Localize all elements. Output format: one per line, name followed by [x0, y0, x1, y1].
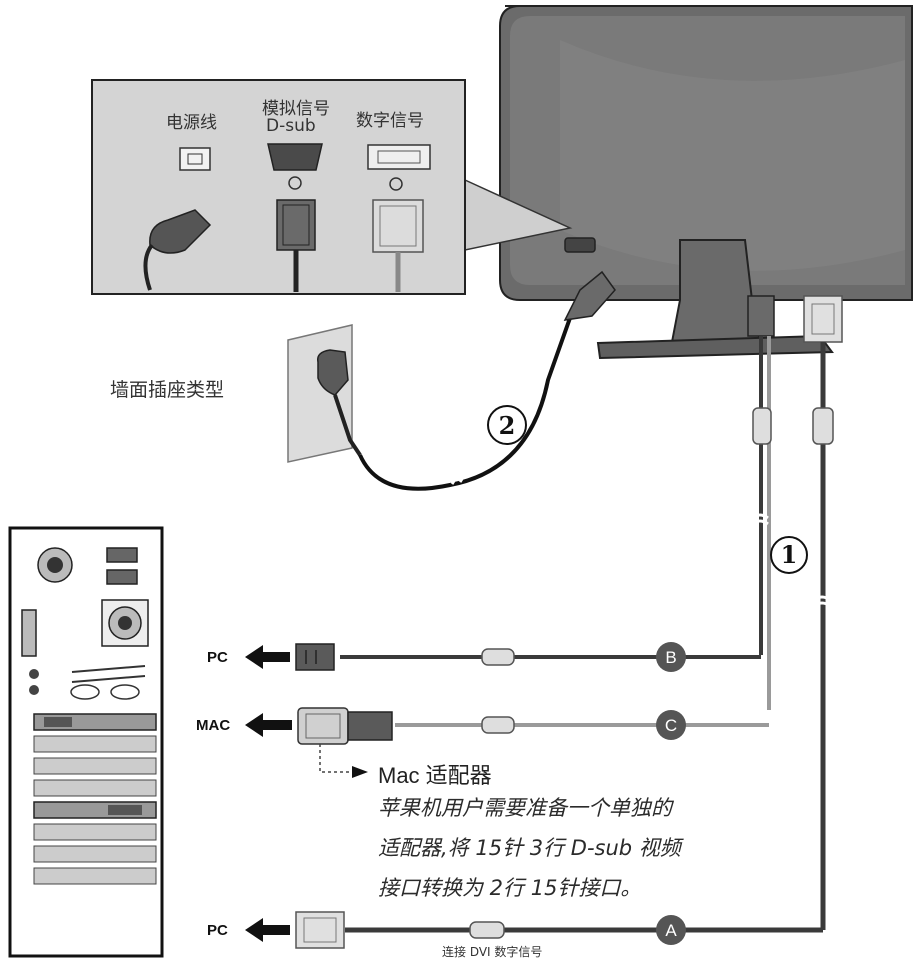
- mac-adapter-pointer: [319, 744, 352, 773]
- power-cable: [358, 270, 616, 491]
- badge-cable-a: A: [656, 915, 686, 945]
- mac-adapter-pointer-arrowhead: [352, 766, 368, 778]
- cable-a: [295, 911, 823, 949]
- destination-arrows: [245, 645, 292, 942]
- mac-note-line-1: 苹果机用户需要准备一个单独的: [378, 796, 672, 820]
- monitor-signal-cables: [747, 295, 843, 930]
- mac-adapter-title: Mac 适配器: [378, 763, 492, 788]
- destination-mac: MAC: [196, 717, 231, 734]
- badge-cable-a-text: A: [665, 921, 677, 940]
- badge-cable-c-text: C: [665, 716, 677, 735]
- badge-monitor-cable: 1: [770, 536, 808, 574]
- port-inset-panel: [91, 79, 573, 295]
- destination-pc-analog: PC: [207, 649, 228, 666]
- badge-power-cable-text: 2: [499, 411, 516, 440]
- analog-signal-label: 模拟信号: [262, 99, 330, 119]
- badge-cable-b: B: [656, 642, 686, 672]
- cable-b: [295, 643, 761, 671]
- analog-connector-label: D-sub: [266, 116, 316, 136]
- wall-outlet: [287, 324, 362, 463]
- mac-note-line-2: 适配器,将 15针 3行 D-sub 视频: [378, 836, 681, 860]
- cable-c: [297, 707, 769, 745]
- pc-tower: [8, 526, 164, 958]
- badge-cable-b-text: B: [665, 648, 676, 667]
- dvi-connection-caption: 连接 DVI 数字信号: [442, 945, 543, 959]
- power-cable-label: 电源线: [166, 113, 217, 133]
- badge-cable-c: C: [656, 710, 686, 740]
- destination-pc-digital: PC: [207, 922, 228, 939]
- wall-outlet-label: 墙面插座类型: [110, 379, 225, 401]
- badge-power-cable: 2: [487, 405, 527, 445]
- badge-monitor-cable-text: 1: [781, 540, 798, 569]
- monitor: [499, 5, 913, 360]
- mac-note-line-3: 接口转换为 2行 15针接口。: [378, 876, 642, 900]
- digital-signal-label: 数字信号: [356, 111, 424, 131]
